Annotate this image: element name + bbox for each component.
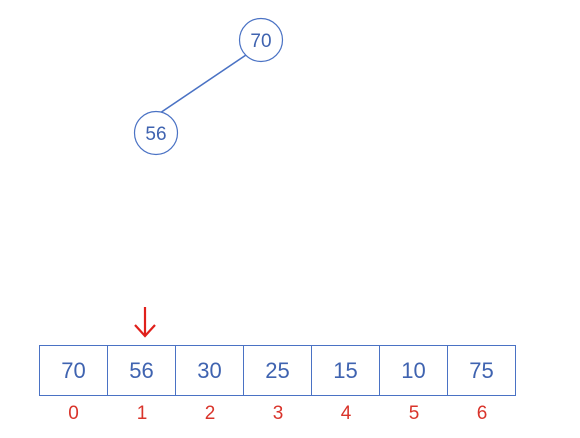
array-cell: 70 — [39, 345, 108, 396]
array-index-label: 6 — [476, 403, 488, 424]
array-cell: 30 — [175, 345, 244, 396]
array-cell: 25 — [243, 345, 312, 396]
tree-node-label: 56 — [145, 124, 166, 145]
tree-node-56: 56 — [133, 110, 179, 156]
current-index-arrow-icon — [134, 307, 156, 338]
array-cell: 15 — [311, 345, 380, 396]
array-index-label: 5 — [408, 403, 420, 424]
array-index-label: 3 — [272, 403, 284, 424]
array-index-label: 1 — [136, 403, 148, 424]
tree-node-70: 70 — [238, 17, 284, 63]
array-cell: 56 — [107, 345, 176, 396]
heap-array: 70 56 30 25 15 10 75 — [39, 345, 516, 396]
array-index-label: 0 — [68, 403, 79, 424]
array-index-row: 0 1 2 3 4 5 6 — [39, 403, 516, 425]
tree-edge-70-56 — [159, 54, 247, 114]
array-cell: 10 — [379, 345, 448, 396]
array-index-label: 4 — [340, 403, 352, 424]
array-cell: 75 — [447, 345, 516, 396]
array-index-label: 2 — [204, 403, 216, 424]
tree-node-label: 70 — [250, 31, 271, 52]
